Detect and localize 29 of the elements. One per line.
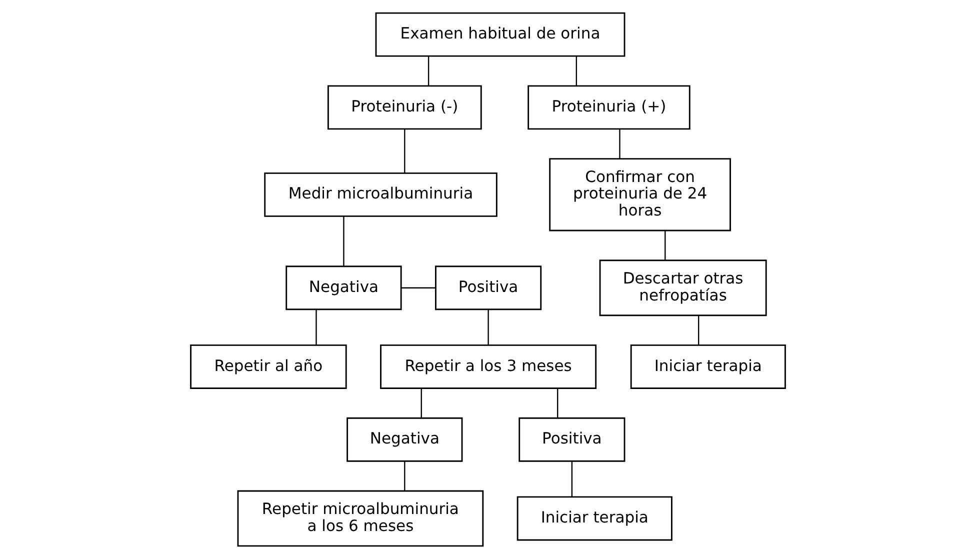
node-box: Repetir a los 3 meses: [380, 344, 596, 389]
node-box: Examen habitual de orina: [374, 12, 625, 57]
connector: [404, 129, 405, 174]
node-box: Positiva: [434, 266, 542, 310]
node-box: Proteinuria (-): [326, 85, 482, 130]
connector: [342, 216, 344, 266]
node-box: Confirmar con proteinuria de 24 horas: [548, 158, 730, 232]
connector: [556, 388, 558, 418]
connector: [315, 309, 316, 346]
node-box: Negativa: [285, 266, 402, 310]
node-box: Iniciar terapia: [516, 496, 672, 541]
node-box: Proteinuria (+): [527, 85, 690, 130]
connector: [404, 461, 405, 491]
node-box: Repetir al año: [190, 344, 346, 389]
connector: [664, 230, 666, 260]
node-box: Negativa: [346, 417, 462, 462]
connector: [570, 461, 572, 497]
connector: [400, 287, 436, 288]
connector: [618, 129, 620, 159]
node-box: Descartar otras nefropatías: [598, 260, 766, 316]
node-box: Medir microalbuminuria: [264, 172, 497, 217]
node-box: Iniciar terapia: [630, 344, 786, 389]
connector: [487, 309, 488, 346]
node-box: Repetir microalbuminuria a los 6 meses: [236, 490, 484, 547]
connector: [698, 315, 699, 345]
connector: [575, 56, 577, 86]
connector: [420, 388, 422, 418]
connector: [427, 56, 429, 86]
node-box: Positiva: [518, 417, 625, 462]
